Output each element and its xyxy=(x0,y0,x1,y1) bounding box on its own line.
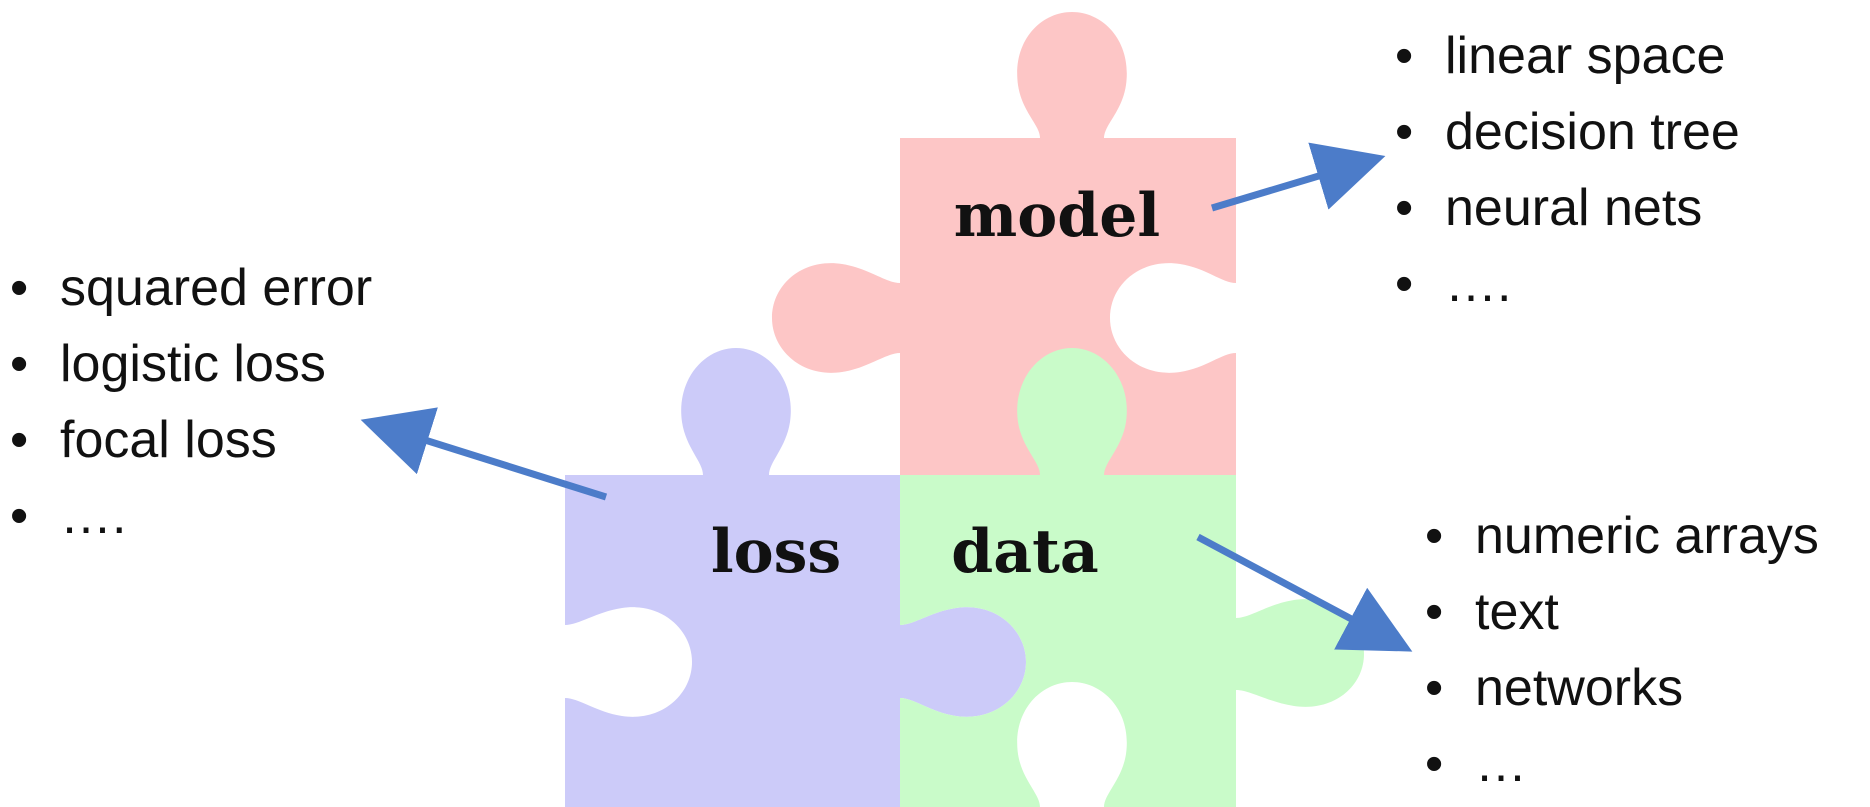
data-arrow xyxy=(1196,533,1413,652)
loss-options-list: squared error logistic loss focal loss …… xyxy=(10,250,372,554)
list-item: …. xyxy=(10,478,372,554)
model-piece-shape xyxy=(772,12,1236,475)
loss-label: loss xyxy=(711,517,841,587)
model-arrow xyxy=(1210,142,1386,212)
data-piece-shape xyxy=(900,348,1364,807)
list-item: numeric arrays xyxy=(1425,498,1819,574)
loss-piece: loss xyxy=(565,348,1026,807)
model-options-list: linear space decision tree neural nets …… xyxy=(1395,18,1740,322)
list-item: logistic loss xyxy=(10,326,372,402)
list-item: squared error xyxy=(10,250,372,326)
model-piece: model xyxy=(772,12,1236,475)
data-options-list: numeric arrays text networks … xyxy=(1425,498,1819,802)
list-item: …. xyxy=(1395,246,1740,322)
list-item: neural nets xyxy=(1395,170,1740,246)
list-item: decision tree xyxy=(1395,94,1740,170)
loss-arrow xyxy=(360,407,608,501)
loss-piece-shape xyxy=(565,348,1026,807)
list-item: networks xyxy=(1425,650,1819,726)
data-piece: data xyxy=(900,348,1364,807)
model-label: model xyxy=(954,181,1160,251)
list-item: linear space xyxy=(1395,18,1740,94)
data-label: data xyxy=(951,517,1098,587)
list-item: text xyxy=(1425,574,1819,650)
list-item: … xyxy=(1425,726,1819,802)
list-item: focal loss xyxy=(10,402,372,478)
